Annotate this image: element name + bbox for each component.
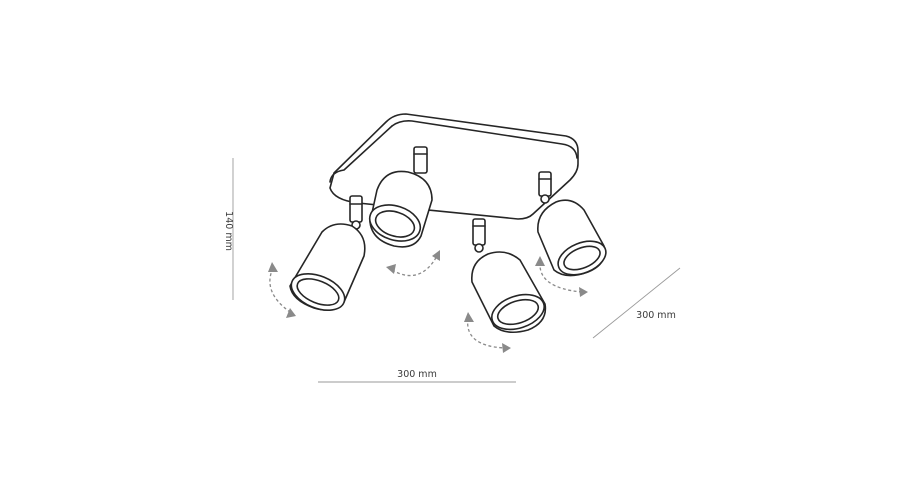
depth-dimension-label: 300 mm (636, 310, 676, 321)
depth-dimension: 300 mm (592, 267, 681, 339)
rotation-arrow-front-right-spot (464, 312, 511, 353)
rotation-arrow-back-left-spot (386, 250, 440, 277)
height-dimension-label: 140 mm (223, 211, 234, 251)
width-dimension-label: 300 mm (397, 369, 437, 380)
spotlight-back-right (537, 171, 607, 277)
rotation-arrow-left-spot (268, 262, 296, 318)
spotlight-back-left (368, 146, 433, 248)
width-dimension: 300 mm (318, 369, 516, 383)
rotation-arrow-back-right-spot (535, 256, 588, 297)
height-dimension: 140 mm (223, 158, 234, 300)
spotlight-front-right (471, 218, 547, 334)
spotlight-front-left (289, 195, 366, 311)
mounting-plate (329, 113, 579, 220)
